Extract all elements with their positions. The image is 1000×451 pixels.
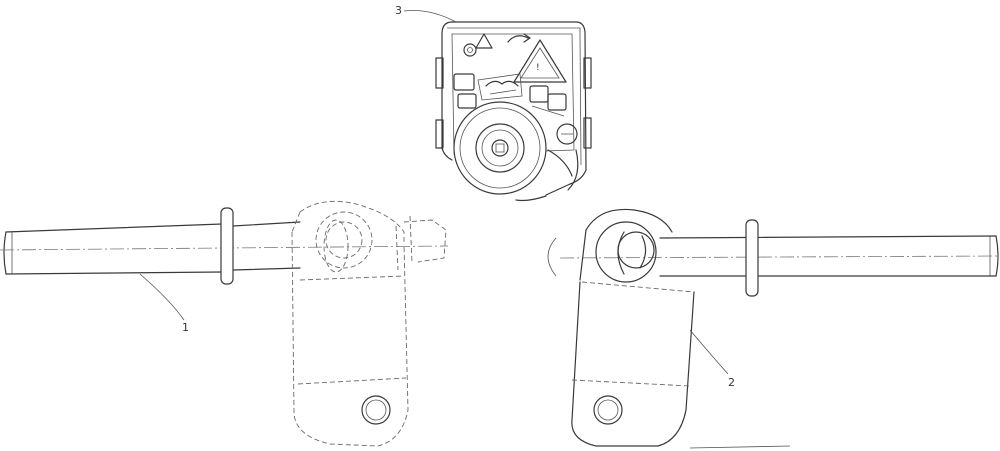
callout-1: 1 xyxy=(182,321,189,334)
control-panel-assembly: ! xyxy=(395,4,592,202)
callout-2: 2 xyxy=(728,376,735,389)
warning-triangle-small-icon xyxy=(475,33,493,49)
symbol-box-4 xyxy=(547,93,567,111)
lock-icon xyxy=(556,123,578,145)
symbol-box-2 xyxy=(457,93,477,109)
symbol-box-3 xyxy=(529,85,549,103)
left-collar xyxy=(220,207,234,285)
warning-triangle-icon: ! xyxy=(513,39,567,83)
key-switch-icon xyxy=(453,101,547,195)
symbol-box-1 xyxy=(453,73,475,91)
svg-text:!: ! xyxy=(536,63,540,73)
right-lever-assembly: 2 xyxy=(547,208,1000,449)
left-lever-assembly: 1 xyxy=(0,200,449,447)
callout-3: 3 xyxy=(395,4,402,17)
right-collar xyxy=(745,219,759,297)
gear-icon xyxy=(463,43,477,57)
